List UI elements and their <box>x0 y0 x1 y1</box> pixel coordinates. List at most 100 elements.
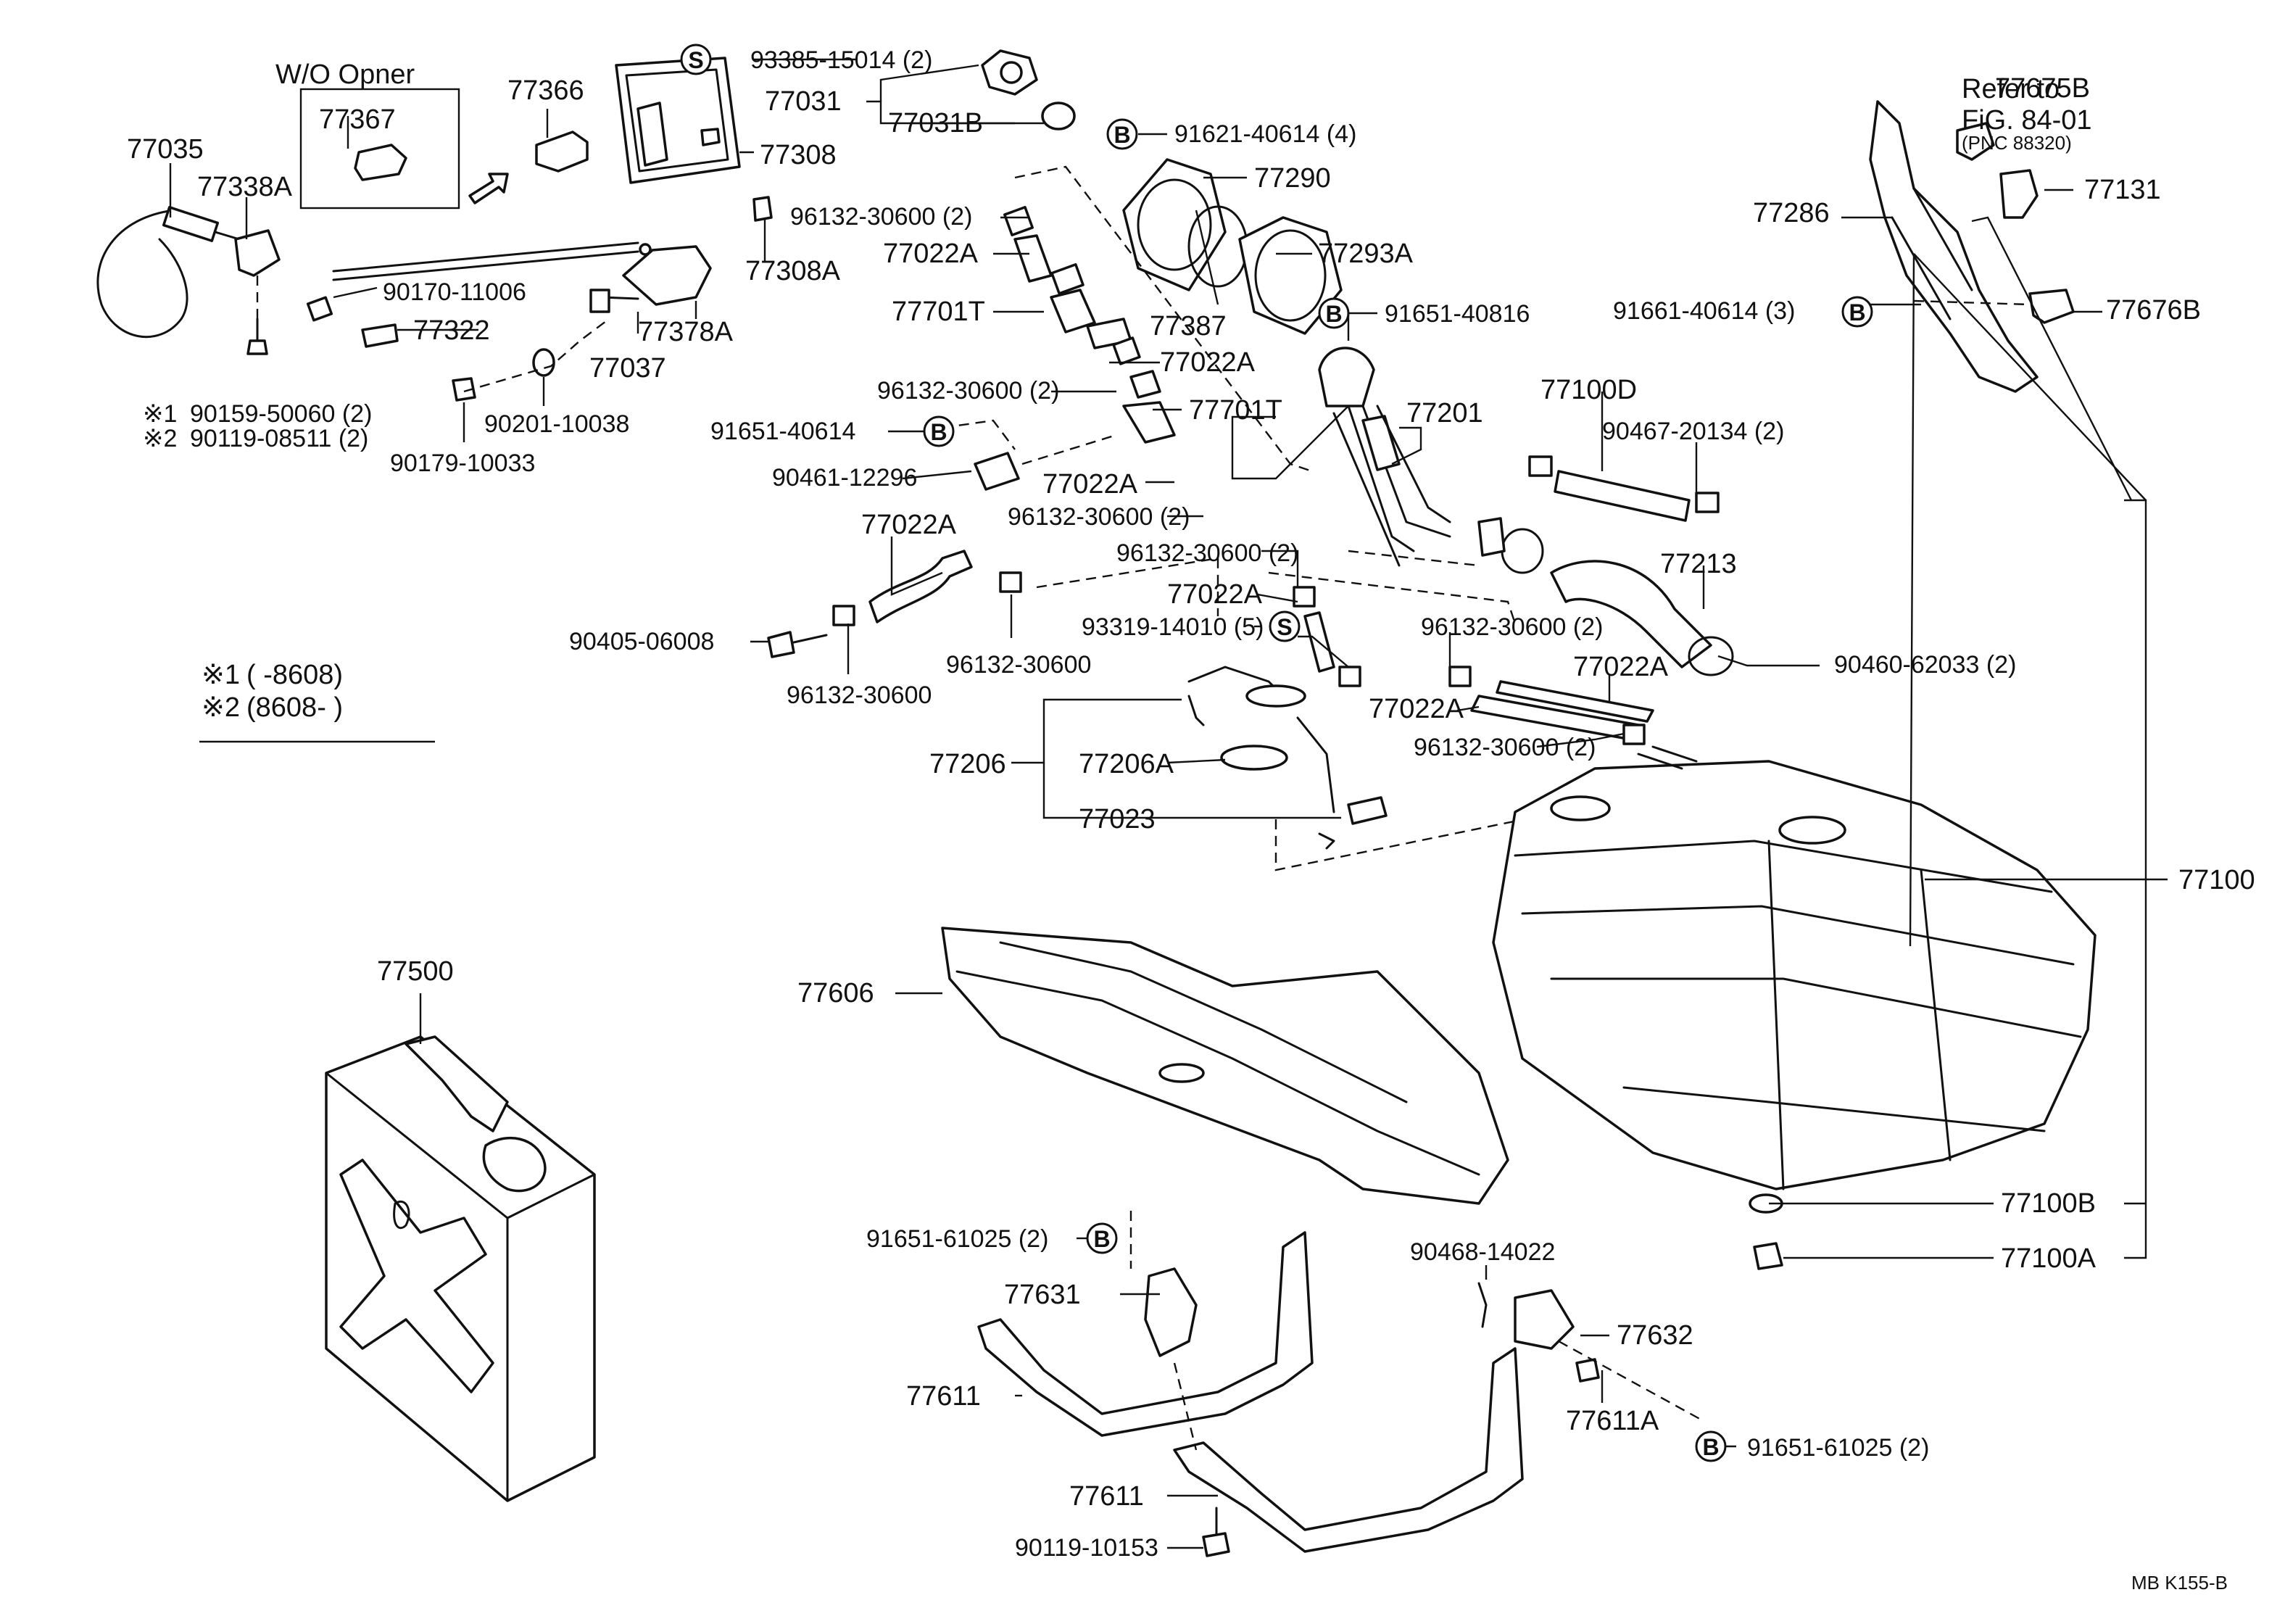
bumper-77322 <box>361 323 399 348</box>
label-77293A: 77293A <box>1318 239 1414 269</box>
label-77206A: 77206A <box>1079 749 1174 779</box>
label-77206: 77206 <box>929 749 1006 779</box>
fuel-pump-77201 <box>1318 347 1451 567</box>
clamp-90460-b <box>1688 636 1734 676</box>
label-77676B: 77676B <box>2106 295 2201 326</box>
bolt-90405-06008 <box>767 631 795 658</box>
label-96132-30600-b: 96132-30600 (2) <box>877 377 1059 405</box>
fuel-cap-77031 <box>981 49 1038 96</box>
label-77035: 77035 <box>127 134 204 165</box>
clamp-90461-12296 <box>974 452 1020 491</box>
label-77022A-g: 77022A <box>1369 694 1464 724</box>
label-77631: 77631 <box>1004 1280 1081 1310</box>
label-77606: 77606 <box>797 978 874 1008</box>
circle-mark-s-1: S <box>680 44 712 75</box>
refer-line1: Refer to <box>1962 74 2060 104</box>
hose-77100D <box>1554 470 1691 522</box>
hinge-77366 <box>535 130 589 173</box>
label-77308A: 77308A <box>745 256 841 286</box>
figure-code: MB K155-B <box>2131 1572 2228 1594</box>
bracket-77367 <box>354 144 407 181</box>
svg-text:S: S <box>1277 614 1292 640</box>
screw-90159 <box>246 318 268 355</box>
fuel-lid-77308 <box>615 57 741 184</box>
circle-mark-b-2: B <box>1318 297 1350 329</box>
gasket-77031B <box>1041 102 1076 130</box>
label-96132-30600-e: 96132-30600 <box>787 682 932 709</box>
svg-text:B: B <box>1114 122 1130 148</box>
label-96132-30600-c: 96132-30600 (2) <box>1008 503 1190 531</box>
label-77022A-c: 77022A <box>1042 469 1138 500</box>
pin-90468-14022 <box>1477 1282 1488 1328</box>
label-90119-08511: 90119-08511 (2) <box>190 425 368 452</box>
label-91651-61025-a: 91651-61025 (2) <box>866 1225 1048 1253</box>
label-77031B: 77031B <box>888 108 983 138</box>
clamp-96132-left-b <box>999 571 1022 593</box>
label-77286: 77286 <box>1753 198 1830 228</box>
clamp-96132-mid-b <box>1338 666 1361 687</box>
gasket-77206A <box>1220 745 1288 771</box>
label-77500: 77500 <box>377 956 454 987</box>
label-77100A: 77100A <box>2001 1243 2097 1274</box>
label-77100: 77100 <box>2178 865 2255 895</box>
label-91651-40816: 91651-40816 <box>1385 300 1530 328</box>
legend-row1-mark: ※1 <box>202 660 240 690</box>
label-93319-14010: 93319-14010 (5) <box>1082 613 1264 641</box>
skid-plate-77606 <box>941 927 1509 1205</box>
legend-mark-row1: ※1 <box>143 400 177 428</box>
circle-mark-b-1: B <box>1106 118 1138 150</box>
vent-pipe-77022A-b <box>1496 680 1654 723</box>
label-77022A-e: 77022A <box>1167 579 1263 610</box>
svg-text:B: B <box>930 419 947 445</box>
filler-neck-end <box>1477 517 1506 557</box>
legend-row2-text: (8608- ) <box>246 692 343 723</box>
legend-row1-text: ( -8608) <box>246 660 343 690</box>
bracket-77631 <box>1144 1267 1198 1357</box>
clamp-96132-mid-a <box>1293 586 1316 608</box>
clamp-90467-a <box>1528 455 1553 477</box>
svg-text:S: S <box>688 47 703 73</box>
leader-lines <box>169 58 2168 1549</box>
label-77023: 77023 <box>1079 804 1156 834</box>
gasket-77290 <box>1122 158 1227 291</box>
label-77338A: 77338A <box>197 172 293 202</box>
tank-strap-77611-a <box>977 1231 1314 1437</box>
circle-mark-b-6: B <box>1695 1430 1727 1462</box>
filler-hose-77213 <box>1550 560 1712 668</box>
label-90170-11006: 90170-11006 <box>383 278 526 306</box>
legend-row2-mark: ※2 <box>202 692 240 723</box>
bumper-77308A <box>752 196 773 222</box>
label-77100D: 77100D <box>1540 375 1637 405</box>
label-91621-40614: 91621-40614 (4) <box>1174 120 1356 148</box>
filler-pipe-77293A <box>1238 216 1343 335</box>
fuel-tank-77100 <box>1492 745 2097 1190</box>
label-90179-10033: 90179-10033 <box>390 450 535 477</box>
label-77022A-f: 77022A <box>1573 652 1669 682</box>
circle-mark-b-4: B <box>1841 296 1873 328</box>
clamp-96132-right-a <box>1448 666 1472 687</box>
bracket-77131 <box>1999 169 2039 219</box>
label-90201-10038: 90201-10038 <box>484 410 629 438</box>
fuel-lid-cable <box>96 206 652 339</box>
label-96132-30600-h: 96132-30600 (2) <box>1414 734 1596 761</box>
label-77131: 77131 <box>2084 175 2161 205</box>
label-90119-10153: 90119-10153 <box>1015 1534 1158 1562</box>
bracket-77632 <box>1514 1289 1575 1350</box>
label-90159-50060: 90159-50060 (2) <box>190 400 372 428</box>
circle-mark-b-5: B <box>1086 1222 1118 1254</box>
label-96132-30600-d: 96132-30600 (2) <box>1116 539 1298 567</box>
label-77100B: 77100B <box>2001 1188 2096 1219</box>
svg-text:B: B <box>1325 301 1342 327</box>
clamp-96132-right-b <box>1622 724 1646 745</box>
label-77632: 77632 <box>1617 1320 1693 1351</box>
circle-mark-s-2: S <box>1269 610 1301 642</box>
label-77322: 77322 <box>413 315 490 346</box>
label-90467-20134: 90467-20134 (2) <box>1602 418 1784 445</box>
washer-90201-10038 <box>532 348 555 377</box>
label-93385-15014: 93385-15014 (2) <box>750 46 932 74</box>
svg-text:B: B <box>1849 299 1865 326</box>
label-77367: 77367 <box>319 104 396 135</box>
wo-opener-title: W/O Opner <box>275 59 415 90</box>
label-90405-06008: 90405-06008 <box>569 628 714 655</box>
label-77366: 77366 <box>507 75 584 106</box>
